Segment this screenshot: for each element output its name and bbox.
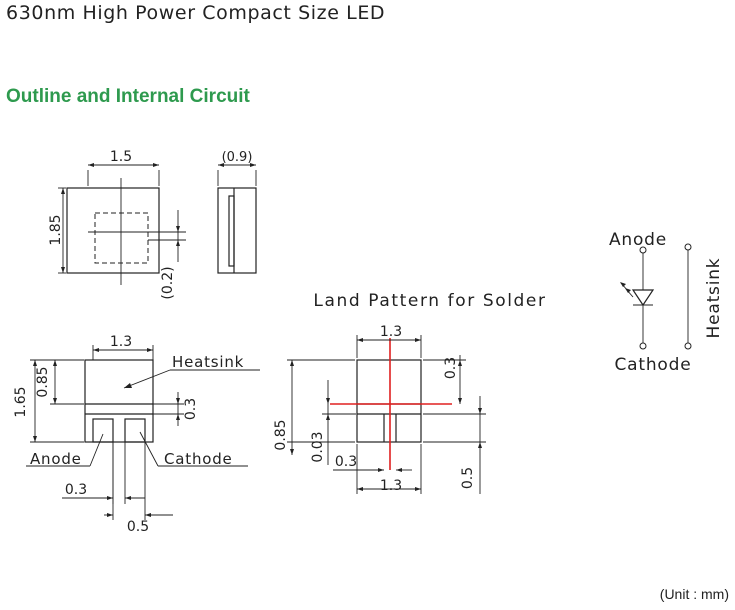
land-pattern: Land Pattern for Solder 1.3 0.3 0.85: [273, 291, 546, 494]
top-width-label: 1.5: [110, 149, 132, 165]
page-title: 630nm High Power Compact Size LED: [6, 2, 386, 24]
bottom-view: 1.3 1.65 0.85 0.3 Heatsink Anode Cathode: [13, 334, 260, 535]
bottom-view-body: [84, 359, 154, 443]
top-offset-label: (0.2): [160, 266, 176, 299]
section-title: Outline and Internal Circuit: [6, 86, 250, 107]
land-left-gap-label: 0.3: [335, 454, 357, 470]
lead-width-label: 0.5: [127, 519, 149, 535]
unit-note: (Unit : mm): [659, 586, 729, 602]
land-pattern-outline: [356, 359, 422, 443]
land-lead-height-label: 0.5: [460, 467, 476, 489]
land-top-gap-label: 0.3: [443, 357, 459, 379]
circuit-anode-label: Anode: [609, 230, 667, 250]
anode-pin-label: Anode: [30, 450, 82, 468]
lead-gap-label: 0.3: [65, 482, 87, 498]
bottom-pad-height-label: 0.85: [35, 366, 51, 397]
heatsink-label: Heatsink: [172, 353, 244, 371]
land-pattern-title: Land Pattern for Solder: [313, 291, 546, 311]
side-view: (0.9): [217, 150, 257, 274]
circuit-cathode-label: Cathode: [615, 355, 692, 375]
bottom-gap-label: 0.3: [183, 398, 199, 420]
top-view: 1.5 1.85 (0.2): [48, 149, 186, 300]
top-view-body: [66, 187, 160, 274]
top-view-chip-outline: [94, 212, 149, 264]
side-thickness-label: (0.9): [222, 150, 253, 165]
top-height-label: 1.85: [48, 214, 64, 245]
land-small-gap-label: 0.03: [310, 431, 326, 462]
led-diode-icon: [631, 289, 655, 307]
land-bottom-width-label: 1.3: [380, 478, 402, 494]
cathode-pin-label: Cathode: [164, 450, 233, 468]
cathode-pad: [124, 418, 146, 443]
bottom-total-height-label: 1.65: [13, 386, 29, 417]
side-view-body: [217, 187, 257, 274]
anode-pad: [92, 418, 114, 443]
land-top-width-label: 1.3: [380, 324, 402, 340]
land-height-label: 0.85: [273, 419, 289, 450]
bottom-pad-width-label: 1.3: [110, 334, 132, 350]
internal-circuit: Anode Cathode Heatsink: [609, 230, 724, 375]
circuit-heatsink-label: Heatsink: [704, 258, 724, 339]
